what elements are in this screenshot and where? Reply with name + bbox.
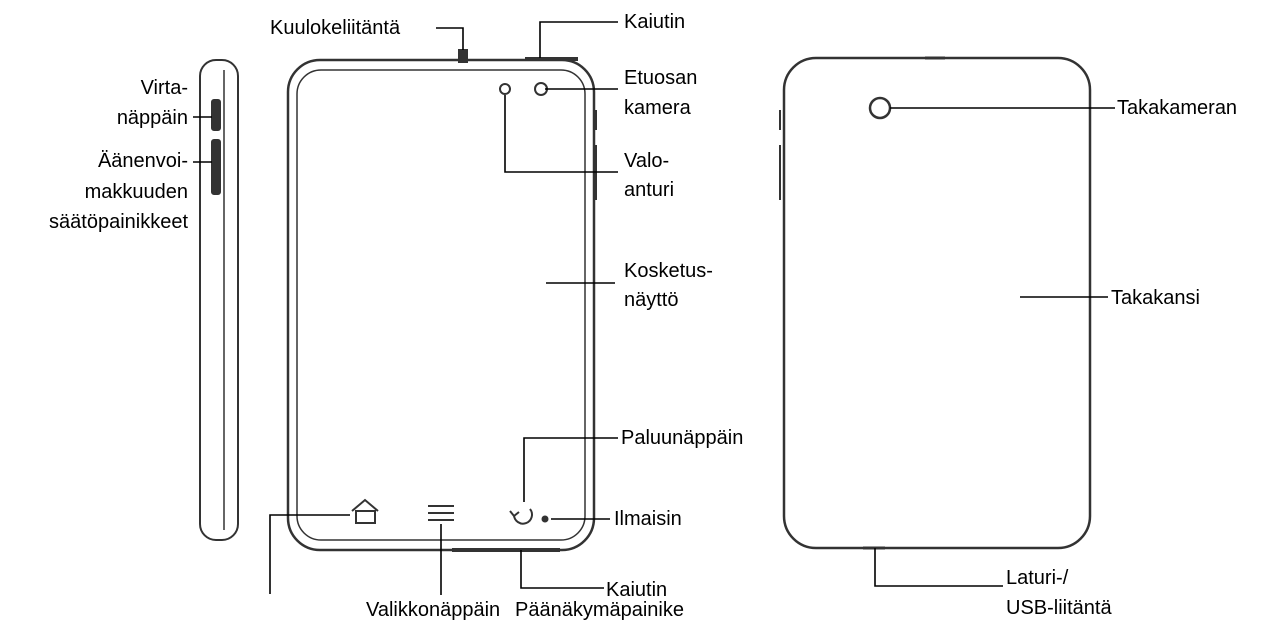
label-light-sensor-2: anturi bbox=[624, 179, 675, 201]
headphone-jack bbox=[458, 49, 468, 63]
label-headphone-jack: Kuulokeliitäntä bbox=[270, 17, 401, 39]
label-volume-3: säätöpainikkeet bbox=[49, 211, 188, 233]
front-view-inner bbox=[296, 69, 586, 541]
home-icon bbox=[351, 498, 379, 524]
volume-buttons bbox=[211, 139, 221, 195]
leader-back-key bbox=[523, 437, 618, 502]
label-volume-1: Äänenvoi- bbox=[97, 150, 188, 172]
label-rear-camera: Takakameran bbox=[1117, 97, 1238, 119]
light-sensor bbox=[499, 83, 511, 95]
leader-headphone bbox=[436, 27, 464, 50]
label-power-key-1: Virta- bbox=[140, 77, 188, 99]
label-menu-key: Valikkonäppäin bbox=[366, 599, 501, 621]
leader-speaker-top bbox=[539, 21, 618, 58]
leader-charger bbox=[874, 548, 1003, 587]
label-back-cover: Takakansi bbox=[1111, 287, 1200, 309]
label-speaker-bottom: Kaiutin bbox=[606, 579, 668, 601]
leader-home bbox=[269, 514, 350, 594]
label-charger-1: Laturi-/ bbox=[1006, 567, 1069, 589]
label-charger-2: USB-liitäntä bbox=[1006, 597, 1112, 619]
rear-camera bbox=[868, 96, 892, 120]
leader-speaker-bottom bbox=[520, 550, 604, 589]
label-touchscreen-2: näyttö bbox=[624, 289, 679, 311]
indicator-led bbox=[541, 515, 549, 523]
label-volume-2: makkuuden bbox=[84, 181, 188, 203]
label-speaker-top: Kaiutin bbox=[624, 11, 686, 33]
label-front-camera-1: Etuosan bbox=[624, 67, 698, 89]
label-indicator: Ilmaisin bbox=[614, 508, 682, 530]
label-back-key: Paluunäppäin bbox=[621, 427, 744, 449]
label-power-key-2: näppäin bbox=[116, 107, 188, 129]
label-light-sensor-1: Valo- bbox=[624, 150, 670, 172]
back-arrow-icon bbox=[509, 508, 533, 525]
leader-light-sensor bbox=[504, 95, 618, 173]
label-front-camera-2: kamera bbox=[624, 97, 691, 119]
label-home-key: Päänäkymäpainike bbox=[515, 599, 684, 621]
side-view-device bbox=[199, 59, 239, 541]
menu-icon bbox=[428, 505, 454, 521]
power-button bbox=[211, 99, 221, 131]
rear-view-device bbox=[782, 56, 1092, 550]
front-view-outer bbox=[286, 58, 596, 552]
label-touchscreen-1: Kosketus- bbox=[624, 260, 713, 282]
